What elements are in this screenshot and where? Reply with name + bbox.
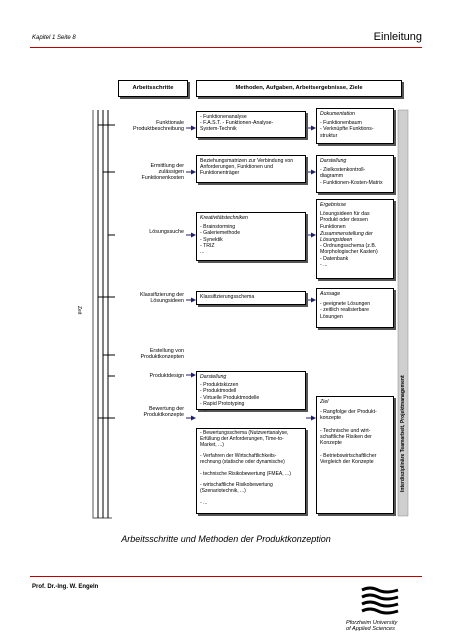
method-creativity-title: Kreativitätstechniken [200,215,248,221]
method-creativity: Kreativitätstechniken - Brainstorming - … [196,212,306,261]
result-goal-list: - Rangfolge der Produkt- konzepte - Tech… [320,409,377,465]
header-title: Einleitung [373,31,422,43]
step-function-costs: Ermittlung der zulässigen Funktionenkost… [141,163,184,182]
step-evaluation: Bewertung der Produktkonzepte [143,406,184,419]
step-functional-description: Funktionale Produktbeschreibung [133,120,184,133]
method-function-analysis: - Funktionenanalyse - F.A.S.T. - Funktio… [196,111,306,138]
result-ideas-title: Ergebnisse [320,202,346,208]
header-rule [30,47,422,48]
method-presentation-title: Darstellung [200,374,227,380]
figure-caption: Arbeitsschritte und Methoden der Produkt… [121,534,331,544]
method-creativity-list: - Brainstorming - Galeriemethode - Synek… [200,224,241,256]
method-classification-scheme: Klassifizierungsschema [196,291,306,305]
footer-author: Prof. Dr.-Ing. W. Engeln [32,584,99,590]
result-statement: Aussage - geeignete Lösungen - zeitlich … [316,288,394,328]
result-ideas-list: - Ordnungsschema (z.B. Morphologischer K… [320,243,378,268]
side-label-teamwork: Interdisziplinäre Teamarbeit, Projektman… [400,375,406,492]
method-presentation: Darstellung - Produktskizzen - Produktmo… [196,371,306,414]
method-evaluation: - Bewertungsschema (Nutzwertanalyse, Erf… [196,428,306,514]
result-presentation-list: - Zielkostenkontroll- diagramm - Funktio… [320,167,383,186]
result-ideas-text: Lösungsideen für das Produkt oder dessen… [320,211,370,230]
column-header-steps: Arbeitsschritte [118,80,188,97]
result-documentation-title: Dokumentation [320,111,355,117]
result-documentation: Dokumentation - Funktionenbaum - Verknüp… [316,108,394,144]
result-presentation-title: Darstellung [320,158,347,164]
column-header-methods: Methoden, Aufgaben, Arbeitsergebnisse, Z… [196,80,402,97]
result-goal: Ziel - Rangfolge der Produkt- konzepte -… [316,396,394,514]
footer-rule [30,576,422,577]
result-ideas: Ergebnisse Lösungsideen für das Produkt … [316,199,394,279]
result-statement-list: - geeignete Lösungen - zeitlich realisie… [320,301,371,320]
step-solution-search: Lösungssuche [149,229,184,235]
step-product-design: Produktdesign [149,373,184,379]
step-concepts: Erstellung von Produktkonzepten [140,348,184,361]
footer-institution: Pforzheim University of Applied Sciences [346,620,398,633]
method-presentation-list: - Produktskizzen - Produktmodell - Virtu… [200,382,260,414]
result-presentation: Darstellung - Zielkostenkontroll- diagra… [316,155,394,193]
result-ideas-subtitle: Zusammenstellung der Lösungsideen [320,230,373,244]
result-statement-title: Aussage [320,291,341,297]
result-documentation-list: - Funktionenbaum - Verknüpfte Funktions-… [320,120,374,139]
step-classification: Klassifizierung der Lösungsideen [139,292,184,305]
university-logo-icon [361,586,399,615]
header-chapter: Kapitel 1 Seite 8 [32,35,76,41]
result-goal-title: Ziel [320,399,329,405]
time-axis-label: Zeit [76,306,82,315]
method-relationship-matrices: Beziehungsmatrizen zur Verbindung von An… [196,155,306,183]
